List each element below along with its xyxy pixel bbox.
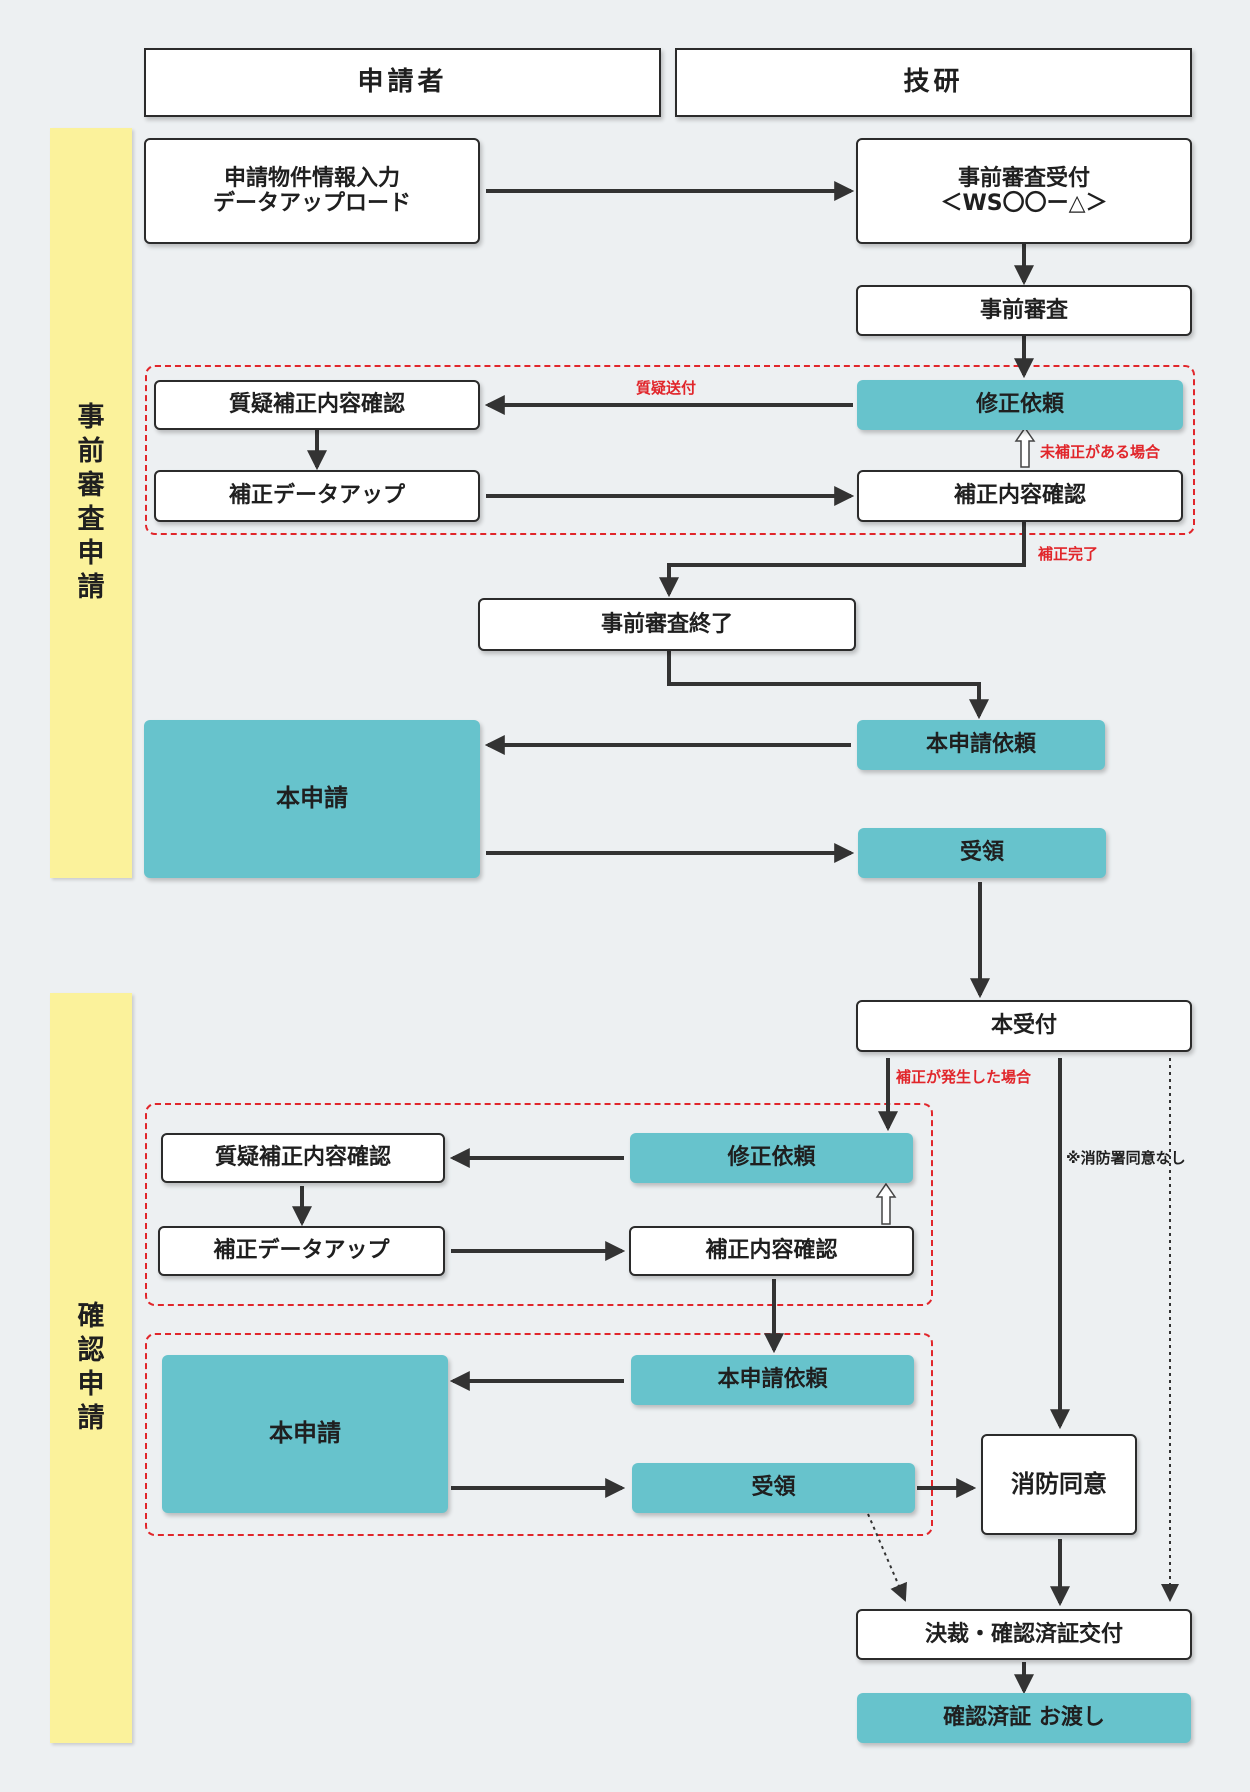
pre-review-end-box: 事前審査終了 (478, 598, 856, 651)
unfixed-case-note: 未補正がある場合 (1040, 443, 1161, 461)
pre-data-upload-box: 補正データアップ (154, 470, 480, 522)
pre-correction-check-box: 補正内容確認 (857, 470, 1183, 522)
main-reception-box: 本受付 (856, 1000, 1192, 1052)
pre-correction-loop-group (145, 365, 1195, 535)
decision-issue-box: 決裁・確認済証交付 (856, 1609, 1192, 1660)
confirm-receipt-box: 受領 (632, 1463, 915, 1513)
phase-confirmation: 確認 申請 (50, 993, 132, 1743)
confirm-main-apply-group (145, 1333, 933, 1536)
confirm-correction-check-box: 補正内容確認 (629, 1226, 914, 1276)
confirm-data-upload-box: 補正データアップ (158, 1226, 445, 1276)
pre-fix-request-box: 修正依頼 (857, 380, 1183, 430)
confirm-main-apply-box: 本申請 (162, 1355, 448, 1513)
header-applicant: 申請者 (144, 48, 661, 117)
pre-review-box: 事前審査 (856, 285, 1192, 336)
correction-done-note: 補正完了 (1038, 545, 1099, 563)
confirm-fix-request-box: 修正依頼 (630, 1133, 913, 1183)
confirm-correction-loop-group (145, 1103, 933, 1306)
pre-main-apply-box: 本申請 (144, 720, 480, 878)
pre-receipt-box: 受領 (858, 828, 1106, 878)
certificate-handover-box: 確認済証 お渡し (857, 1693, 1191, 1743)
phase-pre-review: 事前審 査申請 (50, 128, 132, 878)
pre-question-check-box: 質疑補正内容確認 (154, 380, 480, 430)
fire-consent-box: 消防同意 (981, 1434, 1137, 1535)
confirm-question-check-box: 質疑補正内容確認 (161, 1133, 445, 1183)
question-send-note: 質疑送付 (636, 379, 697, 397)
confirm-main-request-box: 本申請依頼 (631, 1355, 914, 1405)
correction-occurs-note: 補正が発生した場合 (896, 1068, 1032, 1086)
pre-review-reception-box: 事前審査受付＜WS〇〇ー△＞ (856, 138, 1192, 244)
applicant-info-input-box: 申請物件情報入力データアップロード (144, 138, 480, 244)
no-fire-consent-note: ※消防署同意なし (1066, 1149, 1186, 1167)
pre-main-request-box: 本申請依頼 (857, 720, 1105, 770)
header-giken: 技研 (675, 48, 1192, 117)
